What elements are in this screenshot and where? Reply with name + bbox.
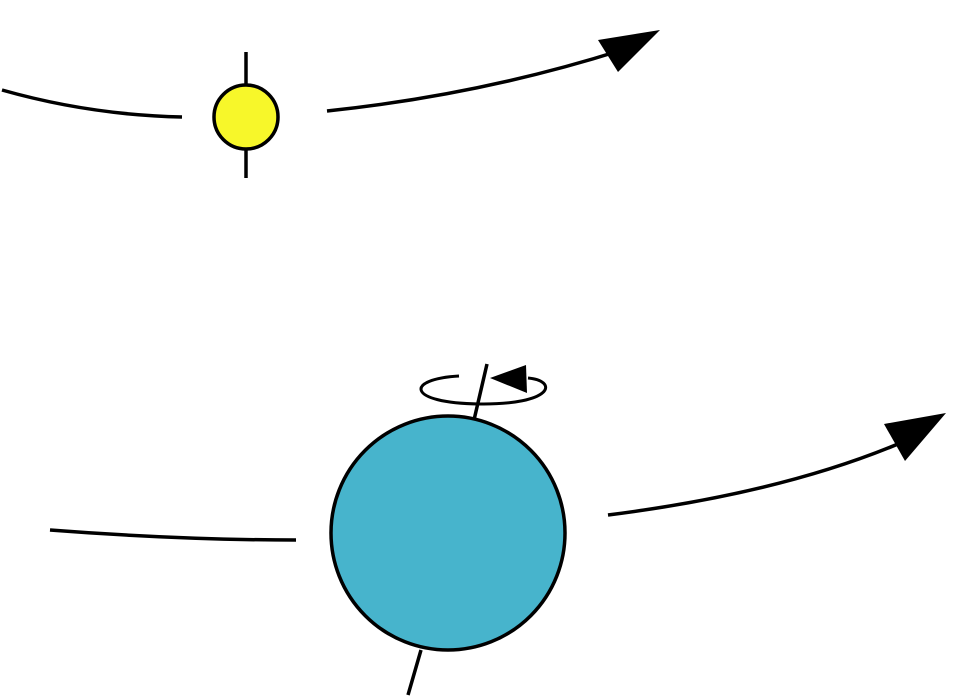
rotation-loop-line <box>419 374 548 406</box>
large-body-arrowhead-icon <box>884 413 946 461</box>
small-body-path-line <box>326 48 623 113</box>
small-body-trail-line <box>1 88 183 119</box>
small-yellow-body <box>212 83 280 151</box>
spin-axis-top-line <box>472 363 489 421</box>
large-body-scene <box>49 363 946 696</box>
small-body-scene <box>1 30 660 178</box>
small-body-arrowhead-icon <box>598 30 660 72</box>
spin-axis-bottom-line <box>406 649 423 696</box>
large-body-trail-line <box>49 528 297 542</box>
counter-clockwise-rotation-arrow-icon <box>490 365 527 393</box>
large-blue-body <box>329 414 567 652</box>
large-body-path-line <box>607 436 913 517</box>
